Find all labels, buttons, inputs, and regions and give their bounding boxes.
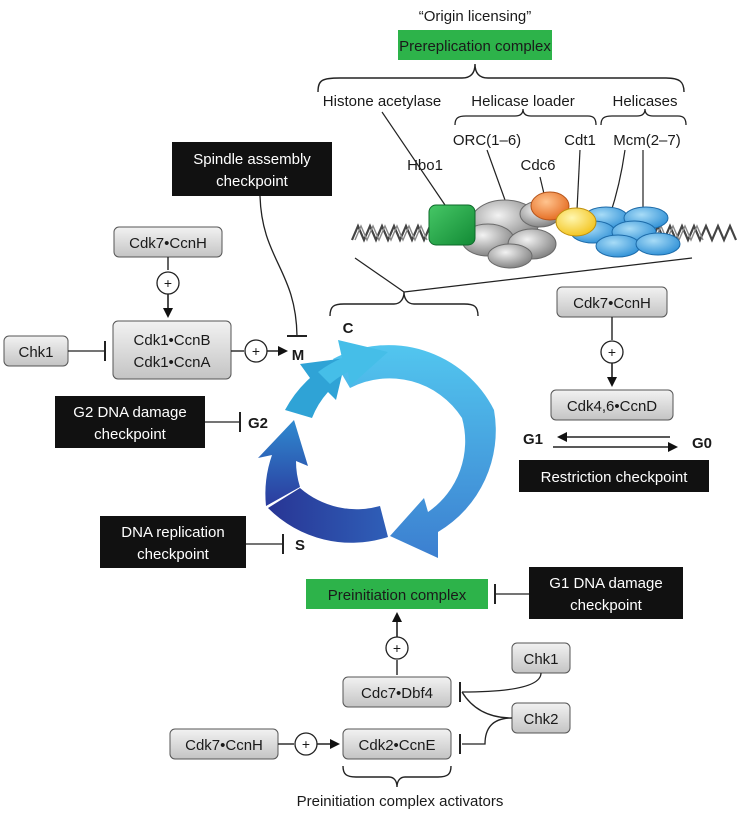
helicase-loader-label: Helicase loader [471, 93, 574, 110]
spindle-inhibition-line [259, 195, 298, 337]
cycle-segment-g1 [333, 345, 496, 558]
checkpoint-kinase-inhibitions [461, 672, 542, 745]
hbo1-label: Hbo1 [407, 157, 443, 174]
restriction-checkpoint: Restriction checkpoint [519, 460, 709, 492]
cdk1-ccnb-label: Cdk1•CcnB [134, 332, 211, 349]
cdc6-label: Cdc6 [520, 157, 555, 174]
cycle-segment-c [318, 340, 388, 386]
cdk46-ccnd-box: Cdk4,6•CcnD [550, 389, 674, 421]
origin-licensing-label: “Origin licensing” [419, 8, 532, 25]
cdc6-protein [530, 191, 570, 221]
zoom-line-right [403, 257, 693, 293]
g1-checkpoint-line1: G1 DNA damage [549, 575, 662, 592]
plus-sign: + [608, 344, 616, 360]
replication-checkpoint-line1: DNA replication [121, 524, 224, 541]
phase-g2-label: G2 [248, 415, 268, 432]
preinitiation-complex-label: Preinitiation complex [328, 587, 467, 604]
spindle-assembly-checkpoint: Spindle assembly checkpoint [172, 142, 332, 196]
phase-s-label: S [295, 537, 305, 554]
phase-g1-label: G1 [523, 431, 543, 448]
g2-dna-damage-checkpoint: G2 DNA damage checkpoint [55, 396, 205, 448]
g2-checkpoint-line1: G2 DNA damage [73, 404, 186, 421]
cdk7-ccnh-left-label: Cdk7•CcnH [129, 235, 207, 252]
cdc7-dbf4-label: Cdc7•Dbf4 [361, 685, 433, 702]
activators-brace [342, 765, 452, 788]
cdk1-ccna-label: Cdk1•CcnA [134, 354, 211, 371]
prereplication-complex-box: Prereplication complex [398, 30, 552, 60]
spindle-checkpoint-line1: Spindle assembly [193, 151, 311, 168]
mcm-subunit [595, 234, 641, 258]
prereplication-brace [317, 63, 685, 93]
cell-cycle-arrow [258, 340, 496, 558]
phase-g0-label: G0 [692, 435, 712, 452]
chk1-left-label: Chk1 [18, 344, 53, 361]
cdk1-box: Cdk1•CcnB Cdk1•CcnA [112, 320, 232, 380]
helicase-loader-brace [454, 108, 597, 126]
spindle-checkpoint-line2: checkpoint [216, 173, 289, 190]
preinitiation-complex-box: Preinitiation complex [306, 579, 488, 609]
zoom-line-left [354, 257, 405, 293]
phase-c-label: C [343, 320, 354, 337]
pointer-lines [381, 111, 644, 216]
phase-m-label: M [292, 347, 305, 364]
cdk2-ccne-label: Cdk2•CcnE [359, 737, 436, 754]
plus-sign: + [252, 343, 260, 359]
activators-label: Preinitiation complex activators [297, 793, 504, 810]
helicases-brace [600, 108, 687, 126]
mcm-label: Mcm(2–7) [613, 132, 681, 149]
g2-checkpoint-line2: checkpoint [94, 426, 167, 443]
plus-sign: + [302, 736, 310, 752]
replication-checkpoint-line2: checkpoint [137, 546, 210, 563]
cdk7-ccnh-box-right: Cdk7•CcnH [556, 286, 668, 318]
cdk7-ccnh-box-left: Cdk7•CcnH [113, 226, 223, 258]
dna-replication-checkpoint: DNA replication checkpoint [100, 516, 246, 568]
cycle-segment-g2 [258, 420, 308, 506]
g1-checkpoint-line2: checkpoint [570, 597, 643, 614]
mcm-subunit [635, 232, 681, 256]
cdt1-protein [555, 207, 597, 237]
c-phase-brace [329, 291, 479, 317]
chk1-box-left: Chk1 [3, 335, 69, 367]
cdc7-dbf4-box: Cdc7•Dbf4 [342, 676, 452, 708]
cdk7-ccnh-bottom-label: Cdk7•CcnH [185, 737, 263, 754]
plus-sign: + [164, 275, 172, 291]
helicases-label: Helicases [612, 93, 677, 110]
g1-dna-damage-checkpoint: G1 DNA damage checkpoint [529, 567, 683, 619]
cdk2-ccne-box: Cdk2•CcnE [342, 728, 452, 760]
chk1-bottom-label: Chk1 [523, 651, 558, 668]
cdk46-ccnd-label: Cdk4,6•CcnD [567, 398, 657, 415]
cycle-segment-s [268, 488, 388, 543]
prereplication-complex-proteins [428, 191, 681, 269]
chk1-box-bottom: Chk1 [511, 642, 571, 674]
orc-subunit [487, 243, 533, 269]
histone-acetylase-label: Histone acetylase [323, 93, 441, 110]
hbo1-protein [428, 204, 476, 246]
cdk7-ccnh-right-label: Cdk7•CcnH [573, 295, 651, 312]
chk2-label: Chk2 [523, 711, 558, 728]
cdk7-ccnh-box-bottom: Cdk7•CcnH [169, 728, 279, 760]
plus-sign: + [393, 640, 401, 656]
chk2-box: Chk2 [511, 702, 571, 734]
cdt1-label: Cdt1 [564, 132, 596, 149]
restriction-checkpoint-label: Restriction checkpoint [541, 469, 689, 486]
orc-label: ORC(1–6) [453, 132, 521, 149]
prereplication-complex-label: Prereplication complex [399, 38, 551, 55]
